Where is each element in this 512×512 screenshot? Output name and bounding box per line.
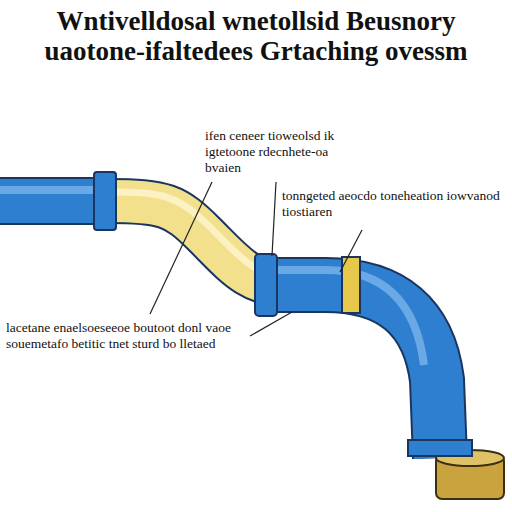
blue-pipe [0,178,100,224]
callout-label: lacetane enaelsoeseeoe boutoot donl vaoe… [6,320,246,352]
title: Wntivelldosal wnetollsid Beusnory uaoton… [8,6,504,66]
pipe-collar [94,172,116,230]
leader-line [250,312,292,336]
fitting-collar [255,254,277,316]
elbow-end [408,440,472,456]
pipe-highlight [0,186,98,194]
leader-line [340,230,362,272]
callout-label: ifen ceneer tioweolsd ik igtetoone rdecn… [205,128,355,176]
leader-line [272,182,276,256]
leader-line [150,182,212,314]
callout-label: tonngeted aeocdo toneheation iowvanod ti… [282,188,504,220]
yellow-band [342,257,360,313]
